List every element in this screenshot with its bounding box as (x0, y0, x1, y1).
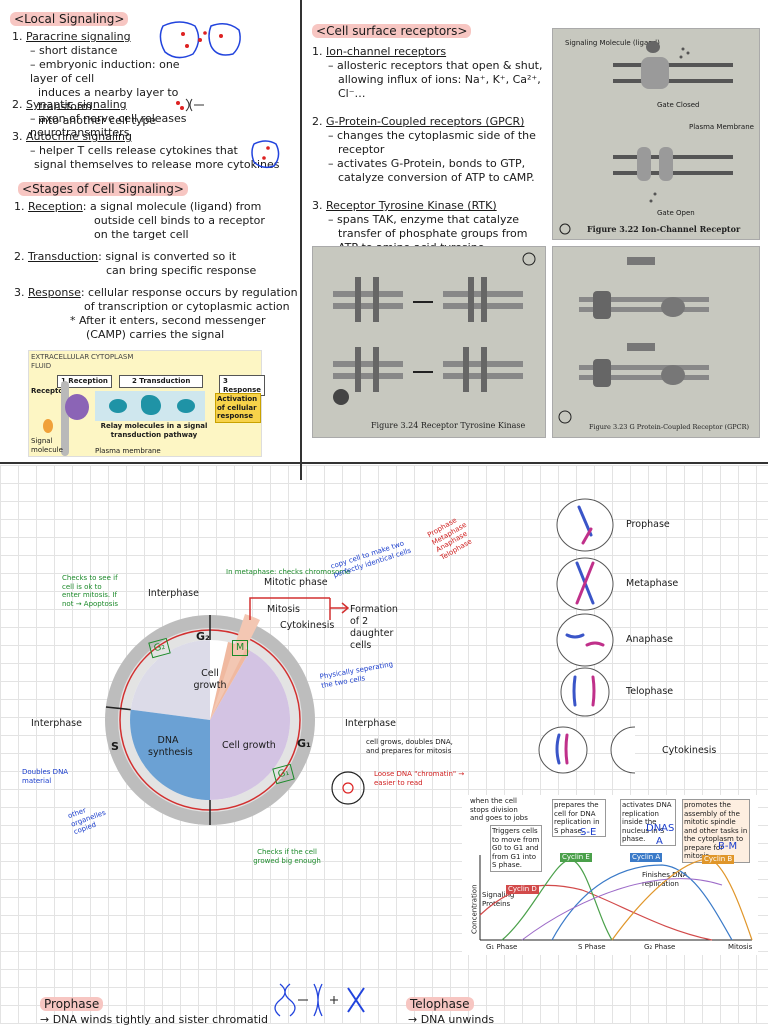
relay-1 (109, 399, 127, 413)
cyclin-curves (479, 855, 753, 941)
formation-label: Formation of 2 daughter cells (350, 604, 398, 651)
relay-3 (177, 399, 195, 413)
mitosis-label: Mitosis (267, 604, 300, 615)
horizontal-divider (0, 462, 768, 464)
chromatin-cell-doodle (331, 771, 365, 805)
telophase-label: Telophase (626, 686, 674, 697)
telophase-line: → DNA unwinds (408, 1013, 495, 1026)
telophase-heading: Telophase (406, 993, 474, 1012)
gpcr-drawing (558, 257, 709, 424)
prophase-line: → DNA winds tightly and sister chromatid (40, 1013, 269, 1026)
membrane-bar (61, 381, 69, 456)
metaphase-check-note: In metaphase: checks chromosome (226, 568, 351, 576)
interphase-right-label: Interphase (345, 718, 396, 729)
paracrine-cells-doodle (159, 21, 241, 59)
cell-growth-top-label: Cell growth (193, 668, 227, 691)
dna-coil-doodle (274, 983, 365, 1017)
g2-sector (130, 640, 210, 720)
s-label: S (111, 740, 119, 753)
surface-receptors-heading: <Cell surface receptors> (312, 20, 472, 39)
cytokinesis-stage-label: Cytokinesis (662, 745, 717, 756)
interphase-top-label: Interphase (148, 588, 199, 599)
interphase-note: cell grows, doubles DNA, and prepares fo… (366, 738, 453, 755)
interphase-left-label: Interphase (31, 718, 82, 729)
anaphase-label: Anaphase (626, 634, 674, 645)
autocrine-block: 3. Autocrine signaling – helper T cells … (12, 130, 280, 171)
ion-channel-figure: Signaling Molecule (ligand) Gate Closed … (552, 28, 760, 240)
vertical-divider (300, 0, 302, 480)
s-sector (130, 709, 210, 800)
mitosis-sector (210, 642, 250, 720)
mitosis-bracket (249, 597, 350, 620)
prophase-heading: Prophase (40, 993, 104, 1012)
g2-label: G₂ (196, 630, 210, 643)
cytokinesis-label: Cytokinesis (280, 620, 335, 631)
g2-check-note: Checks to see if cell is ok to enter mit… (62, 574, 119, 608)
signal-pathway-figure: EXTRACELLULAR FLUID CYTOPLASM 1 Receptio… (28, 350, 266, 457)
prophase-label: Prophase (626, 519, 670, 530)
mitosis-stages-drawing (538, 498, 635, 774)
stages-block: 1. Reception: a signal molecule (ligand)… (14, 200, 298, 341)
cell-growth-right-label: Cell growth (222, 740, 276, 751)
gpcr-figure: Figure 3.23 G Protein-Coupled Receptor (… (552, 246, 760, 438)
g1-label: G₁ (297, 737, 311, 750)
mitotic-phase-label: Mitotic phase (264, 577, 328, 588)
ligand-shape (43, 419, 53, 433)
cyclin-chart: when the cell stops division and goes to… (462, 795, 758, 955)
dna-synthesis-label: DNA synthesis (148, 735, 193, 758)
rtk-figure: Figure 3.24 Receptor Tyrosine Kinase (312, 246, 546, 438)
cell-cycle-diagram (105, 614, 315, 825)
autocrine-cell-doodle (251, 140, 280, 169)
local-signaling-heading: <Local Signaling> (10, 8, 129, 27)
loose-dna-note: Loose DNA "chromatin" → easier to read (374, 770, 465, 787)
rtk-drawing (333, 252, 536, 405)
paracrine-block: 1. Paracrine signaling – short distance … (12, 30, 180, 127)
stages-heading: <Stages of Cell Signaling> (18, 178, 188, 197)
synapse-doodle (176, 98, 204, 112)
ion-channel-drawing (559, 41, 733, 235)
g1-sector (210, 650, 291, 800)
synaptic-block: 2. Synaptic signaling – axon of nerve ce… (12, 98, 187, 139)
m-checkpoint-box: M (232, 640, 249, 656)
surface-block: 1. Ion-channel receptors – allosteric re… (312, 45, 543, 254)
g1-check-note: Checks if the cell growed big enough (253, 848, 321, 865)
relay-2 (141, 395, 161, 415)
metaphase-label: Metaphase (626, 578, 679, 589)
receptor-shape (65, 394, 89, 420)
doubles-dna-note: Doubles DNA material (22, 768, 69, 785)
